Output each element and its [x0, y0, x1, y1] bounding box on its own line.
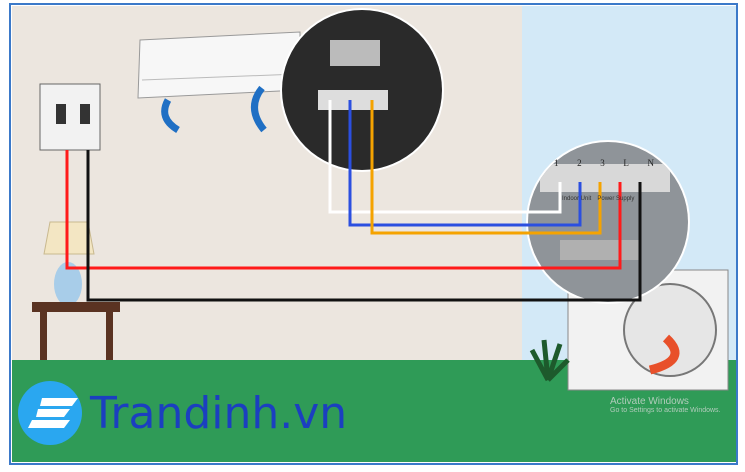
- indoor-terminal-zoom: [280, 8, 444, 172]
- wire-live-red: [65, 150, 622, 270]
- watermark-title: Activate Windows: [610, 396, 689, 407]
- outdoor-terminal-zoom: [526, 140, 690, 304]
- terminal-label: L: [623, 158, 629, 168]
- terminal-label: 1: [554, 158, 559, 168]
- table-lamp: [43, 221, 95, 306]
- indoor-unit-label: Indoor Unit: [562, 196, 592, 202]
- circuit-breaker: [39, 83, 101, 151]
- wire-neutral-black: [86, 150, 642, 302]
- wire-3-orange: [370, 100, 602, 235]
- wire-1-white: [328, 100, 562, 214]
- terminal-label: 3: [600, 158, 605, 168]
- terminal-labels: 1 2 3 L N: [554, 158, 654, 168]
- airflow-arrow-icon: [161, 98, 180, 134]
- side-table: [32, 302, 120, 360]
- power-supply-label: Power Supply: [597, 196, 635, 202]
- terminal-label: N: [647, 158, 655, 168]
- airflow-arrow-icon: [251, 85, 267, 133]
- brand-text: Trandinh.vn: [90, 388, 348, 439]
- watermark-subtitle: Go to Settings to activate Windows.: [610, 407, 721, 414]
- indoor-unit: [137, 31, 301, 99]
- terminal-block-labels: Indoor Unit Power Supply: [562, 196, 634, 202]
- frame: [9, 3, 738, 465]
- wire-2-blue: [348, 100, 582, 227]
- plant: [529, 339, 570, 382]
- windows-watermark: Activate Windows Go to Settings to activ…: [610, 396, 721, 414]
- brand-logo-icon: [18, 381, 82, 445]
- terminal-label: 2: [577, 158, 582, 168]
